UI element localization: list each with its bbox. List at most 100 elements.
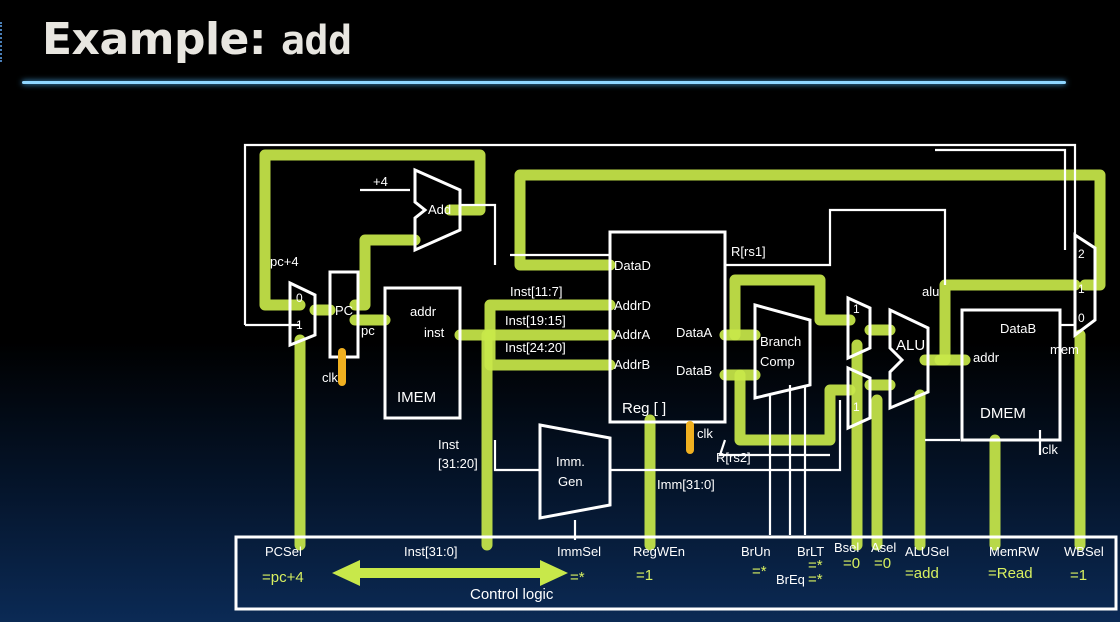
dataa-label: DataA bbox=[676, 325, 712, 340]
regwen-value: =1 bbox=[636, 567, 653, 584]
hl-dataa-alu bbox=[729, 274, 856, 341]
control-logic-box bbox=[234, 535, 1118, 611]
alu-label: ALU bbox=[896, 337, 925, 354]
slide-title: Example: add bbox=[42, 14, 352, 65]
active-paths bbox=[259, 149, 1106, 551]
alu bbox=[888, 307, 930, 411]
regwen-name: RegWEn bbox=[633, 544, 685, 559]
plus4-label: +4 bbox=[373, 174, 388, 189]
imem-addr: addr bbox=[410, 304, 437, 319]
register-file bbox=[608, 230, 727, 424]
wb-mux-1: 1 bbox=[1078, 282, 1085, 296]
pc-out-label: pc bbox=[361, 323, 375, 338]
pc-mux-0: 0 bbox=[296, 291, 303, 305]
addra-label: AddrA bbox=[614, 327, 650, 342]
dmem-clk-label: clk bbox=[1042, 442, 1058, 457]
pc-mux bbox=[288, 280, 317, 348]
double-arrow-right bbox=[540, 560, 568, 586]
reg-label: Reg [ ] bbox=[622, 400, 666, 417]
wbsel-name: WBSel bbox=[1064, 544, 1104, 559]
branch-comp bbox=[753, 303, 812, 400]
mem-label: mem bbox=[1050, 342, 1079, 357]
pcsel-name: PCSel bbox=[265, 544, 302, 559]
brun-value: =* bbox=[752, 563, 767, 580]
title-instruction: add bbox=[280, 18, 352, 64]
wbsel-value: =1 bbox=[1070, 567, 1087, 584]
hl-datab-alu bbox=[734, 369, 856, 446]
imm-31-0-label: Imm[31:0] bbox=[657, 477, 715, 492]
inst-24-20-label: Inst[24:20] bbox=[505, 340, 566, 355]
control-logic: Inst[31:0] Control logic PCSel =pc+4 Imm… bbox=[234, 535, 1118, 611]
components: 0 1 pc+4 PC pc clk +4 Add addr inst IMEM… bbox=[270, 167, 1097, 520]
datad-label: DataD bbox=[614, 258, 651, 273]
dmem-datab: DataB bbox=[1000, 321, 1036, 336]
memrw-name: MemRW bbox=[989, 544, 1040, 559]
wires bbox=[243, 143, 1077, 540]
rrs2-label: R[rs2] bbox=[716, 450, 751, 465]
alusel-name: ALUSel bbox=[905, 544, 949, 559]
addrd-label: AddrD bbox=[614, 298, 651, 313]
b-mux-1: 1 bbox=[853, 400, 860, 414]
add-label: Add bbox=[428, 202, 451, 217]
addrb-label: AddrB bbox=[614, 357, 650, 372]
left-edge-dots bbox=[0, 22, 5, 62]
brun-name: BrUn bbox=[741, 544, 771, 559]
dmem-addr: addr bbox=[973, 350, 1000, 365]
b-mux bbox=[846, 365, 872, 431]
asel-value: =0 bbox=[874, 555, 891, 572]
pc-clk-label: clk bbox=[322, 370, 338, 385]
brlt-value: =* bbox=[808, 557, 823, 574]
alusel-value: =add bbox=[905, 565, 939, 582]
imem bbox=[383, 286, 462, 420]
immsel-value: =* bbox=[570, 569, 585, 586]
hl-writeback bbox=[514, 169, 1106, 291]
control-logic-label: Control logic bbox=[470, 586, 554, 603]
brlt-name: BrLT bbox=[797, 544, 824, 559]
pc4-label: pc+4 bbox=[270, 254, 299, 269]
wb-mux bbox=[1073, 232, 1097, 338]
reg-clk-label: clk bbox=[697, 426, 713, 441]
bsel-name: Bsel bbox=[834, 540, 859, 555]
title-underline bbox=[22, 81, 1066, 84]
datab-label: DataB bbox=[676, 363, 712, 378]
inst-31-20-label-1: Inst bbox=[438, 437, 459, 452]
hl-pc-to-add bbox=[349, 234, 421, 311]
rrs1-label: R[rs1] bbox=[731, 244, 766, 259]
breq-value: =* bbox=[808, 571, 823, 588]
double-arrow-left bbox=[332, 560, 360, 586]
imm-gen-label-2: Gen bbox=[558, 474, 583, 489]
bsel-value: =0 bbox=[843, 555, 860, 572]
immsel-name: ImmSel bbox=[557, 544, 601, 559]
hl-pc4-loop bbox=[259, 149, 486, 311]
a-mux-1: 1 bbox=[853, 302, 860, 316]
imm-gen-label-1: Imm. bbox=[556, 454, 585, 469]
pc-label: PC bbox=[335, 303, 353, 318]
inst-11-7-label: Inst[11:7] bbox=[510, 284, 563, 299]
dmem-label: DMEM bbox=[980, 405, 1026, 422]
comp-label: Comp bbox=[760, 354, 795, 369]
wb-mux-2: 2 bbox=[1078, 247, 1085, 261]
wb-mux-0: 0 bbox=[1078, 311, 1085, 325]
inst-31-0-label: Inst[31:0] bbox=[404, 544, 457, 559]
pc-mux-1: 1 bbox=[296, 318, 303, 332]
inst-31-20-label-2: [31:20] bbox=[438, 456, 478, 471]
imem-label: IMEM bbox=[397, 389, 436, 406]
branch-label: Branch bbox=[760, 334, 801, 349]
pc-adder bbox=[413, 167, 462, 253]
imm-gen bbox=[538, 423, 612, 520]
title-prefix: Example: bbox=[42, 14, 281, 65]
wire-top-loop bbox=[243, 143, 1077, 325]
wire-rs1 bbox=[725, 208, 947, 285]
memrw-value: =Read bbox=[988, 565, 1033, 582]
wire-alu-pc bbox=[935, 148, 1067, 250]
wire-inst-31-20 bbox=[493, 440, 540, 472]
asel-name: Asel bbox=[871, 540, 896, 555]
dmem bbox=[960, 308, 1062, 442]
wire-imm bbox=[610, 400, 842, 472]
imem-inst: inst bbox=[424, 325, 445, 340]
breq-name: BrEq bbox=[776, 572, 805, 587]
alu-out-label: alu bbox=[922, 284, 939, 299]
hl-inst-11-7 bbox=[454, 299, 616, 341]
